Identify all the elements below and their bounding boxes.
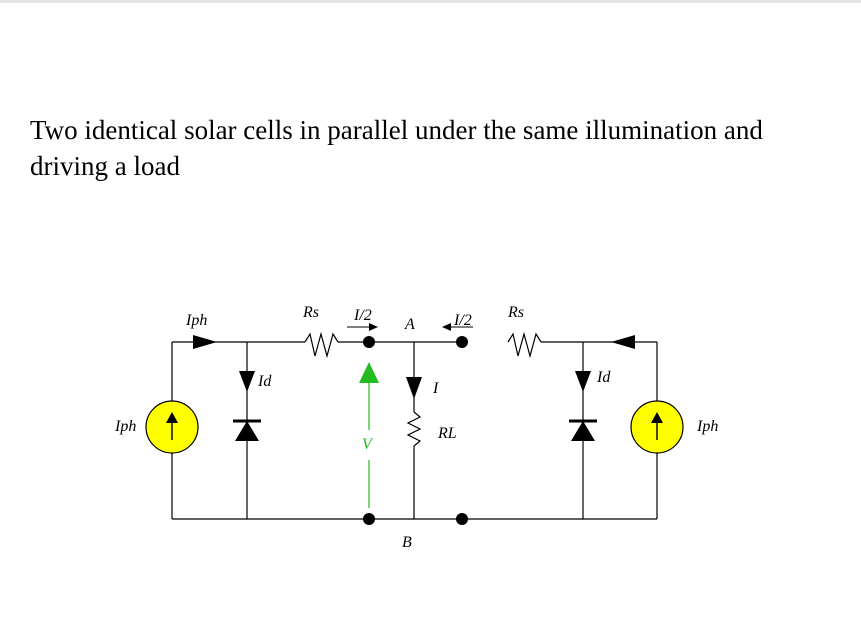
label-iph-right: Iph	[696, 418, 718, 435]
diode-right-triangle-icon	[571, 421, 595, 441]
half-current-right-arrow-icon	[442, 323, 451, 331]
label-node-a: A	[404, 316, 415, 333]
load-current-arrow-icon	[406, 377, 422, 399]
label-id-right: Id	[596, 369, 611, 386]
resistor-rl	[406, 411, 422, 447]
id-arrow-left-icon	[239, 371, 255, 392]
diode-right	[569, 419, 597, 441]
label-voltage: V	[362, 436, 374, 453]
slide-title: Two identical solar cells in parallel un…	[30, 115, 763, 181]
current-source-right	[630, 400, 684, 454]
id-arrow-right-icon	[575, 371, 591, 392]
label-rs-left: Rs	[302, 304, 319, 321]
voltage-arrow-icon	[359, 362, 379, 383]
label-rs-right: Rs	[507, 304, 524, 321]
diode-left	[233, 419, 261, 441]
label-iph-left: Iph	[114, 418, 136, 435]
terminal-a-right	[456, 336, 468, 348]
terminal-b-right	[456, 513, 468, 525]
current-source-right-arrow-icon	[651, 412, 663, 423]
top-border	[0, 0, 861, 3]
label-id-left: Id	[257, 373, 272, 390]
label-half-current-right: I/2	[453, 312, 472, 329]
iph-arrow-right-icon	[611, 335, 635, 349]
label-node-b: B	[402, 534, 412, 551]
terminal-b-left	[363, 513, 375, 525]
current-source-left	[145, 400, 199, 454]
resistor-rs-right	[507, 331, 542, 359]
label-half-current-left: I/2	[353, 307, 372, 324]
diode-left-triangle-icon	[235, 421, 259, 441]
half-current-left-arrow-icon	[369, 323, 378, 331]
terminal-a-left	[363, 336, 375, 348]
resistor-rs-left	[304, 331, 339, 359]
label-iph-top-left: Iph	[185, 312, 207, 329]
label-load-current: I	[432, 380, 439, 397]
iph-arrow-left-icon	[193, 335, 217, 349]
label-load-resistor: RL	[437, 425, 457, 442]
current-source-left-arrow-icon	[166, 412, 178, 423]
